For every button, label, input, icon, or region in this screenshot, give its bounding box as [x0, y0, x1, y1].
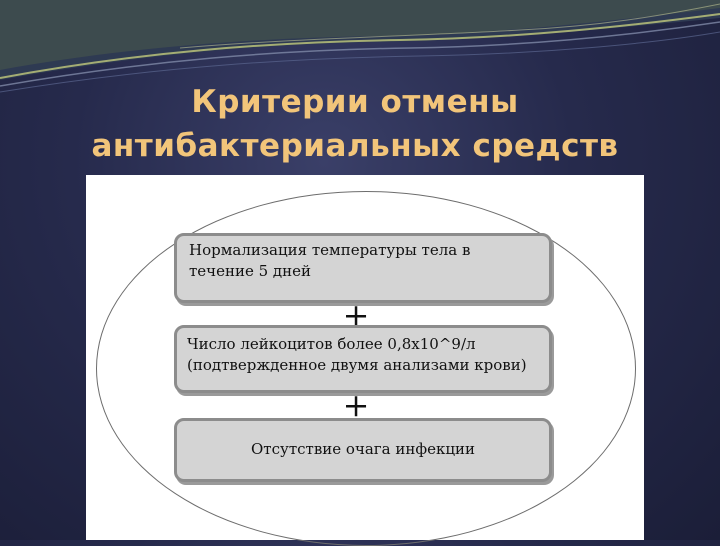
slide-title-line-1: Критерии отмены	[191, 84, 519, 120]
slide-title-line-2: антибактериальных средств	[91, 128, 619, 164]
criteria-diagram: Нормализация температуры тела в течение …	[86, 175, 644, 546]
criterion-text-line: Отсутствие очага инфекции	[251, 440, 475, 458]
criterion-text-line: (подтвержденное двумя анализами крови)	[187, 356, 527, 374]
plus-connector: +	[342, 386, 370, 424]
criterion-text-line: Число лейкоцитов более 0,8х10^9/л	[187, 335, 476, 353]
criterion-box-leukocytes: Число лейкоцитов более 0,8х10^9/л (подтв…	[174, 325, 552, 393]
criterion-box-infection: Отсутствие очага инфекции	[174, 418, 552, 482]
slide-title: Критерии отмены антибактериальных средст…	[0, 80, 710, 168]
criterion-box-temperature: Нормализация температуры тела в течение …	[174, 233, 552, 303]
criterion-text-line: течение 5 дней	[189, 262, 312, 280]
criterion-text-line: Нормализация температуры тела в	[189, 241, 471, 259]
decorative-wave-header	[0, 0, 720, 93]
